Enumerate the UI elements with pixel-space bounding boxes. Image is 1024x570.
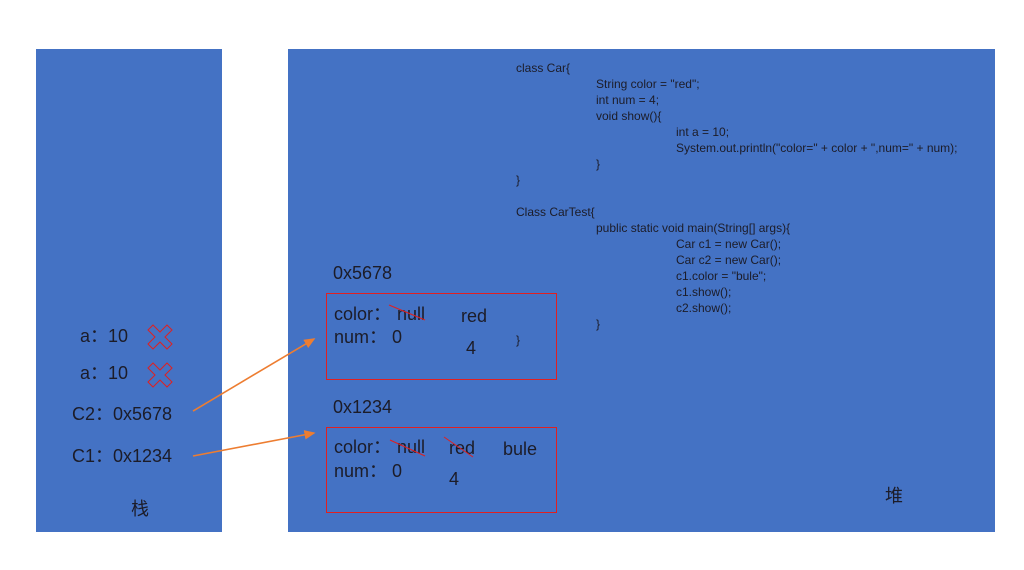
heap-object-box bbox=[326, 427, 557, 513]
code-line: String color = "red"; bbox=[596, 77, 700, 91]
field-value: 4 bbox=[449, 469, 460, 489]
code-line: Car c2 = new Car(); bbox=[676, 253, 782, 267]
field-value: 4 bbox=[466, 338, 477, 358]
heap-object-box bbox=[326, 293, 557, 380]
field-old-value: red bbox=[449, 438, 476, 458]
field-old-value: 0 bbox=[392, 461, 403, 481]
code-line: public static void main(String[] args){ bbox=[596, 221, 791, 235]
stack-entry: C1：0x1234 bbox=[72, 446, 173, 466]
heap-title: 堆 bbox=[885, 486, 903, 506]
field-label: num： bbox=[334, 461, 388, 481]
code-line: c1.show(); bbox=[676, 285, 732, 299]
field-label: color： bbox=[334, 437, 392, 457]
code-line: Car c1 = new Car(); bbox=[676, 237, 782, 251]
stack-entry: C2：0x5678 bbox=[72, 404, 173, 424]
code-line: int a = 10; bbox=[676, 125, 730, 139]
field-label: color： bbox=[334, 304, 392, 324]
code-line: } bbox=[516, 333, 521, 347]
object-address: 0x5678 bbox=[333, 263, 393, 283]
code-line: c1.color = "bule"; bbox=[676, 269, 767, 283]
code-line: void show(){ bbox=[596, 109, 662, 123]
code-line: Class CarTest{ bbox=[516, 205, 595, 219]
code-line: } bbox=[596, 317, 601, 331]
field-old-value: null bbox=[397, 304, 426, 324]
stack-entry: a：10 bbox=[80, 326, 129, 346]
code-line: int num = 4; bbox=[596, 93, 660, 107]
code-line: class Car{ bbox=[516, 61, 571, 75]
field-value: red bbox=[461, 306, 488, 326]
stack-panel bbox=[36, 49, 222, 532]
field-value: bule bbox=[503, 439, 538, 459]
field-label: num： bbox=[334, 327, 388, 347]
code-line: } bbox=[596, 157, 601, 171]
field-old-value: 0 bbox=[392, 327, 403, 347]
code-line: c2.show(); bbox=[676, 301, 732, 315]
stack-entry: a：10 bbox=[80, 363, 129, 383]
code-line: } bbox=[516, 173, 521, 187]
stack-title: 栈 bbox=[131, 499, 149, 519]
field-old-value: null bbox=[397, 437, 426, 457]
code-line: System.out.println("color=" + color + ",… bbox=[676, 141, 958, 155]
object-address: 0x1234 bbox=[333, 397, 393, 417]
